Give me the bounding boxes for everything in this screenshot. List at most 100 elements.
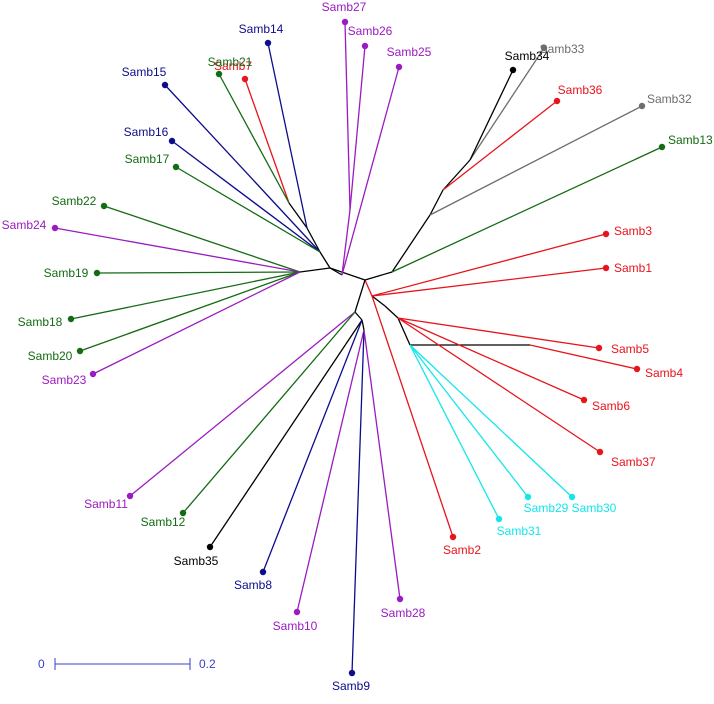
branch-d1-samb12 [182,311,356,514]
branch-s1-samb3 [371,233,607,297]
branch-l3-samb16 [171,140,321,253]
branch-s3-samb5 [397,317,600,349]
branch-l1-l2 [299,267,331,273]
leaf-label-samb20: Samb20 [28,349,73,363]
branch-l2-samb19 [96,271,301,274]
leaf-label-samb12: Samb12 [141,515,186,529]
leaf-node-samb6 [580,396,588,404]
leaf-label-samb19: Samb19 [44,266,89,280]
leaf-label-samb22: Samb22 [52,194,97,208]
leaf-node-samb15 [161,81,169,89]
branch-s4-samb30 [409,344,573,498]
leaf-node-samb4 [633,365,641,373]
branch-r1-r2 [391,214,431,273]
leaf-node-samb1 [602,264,610,272]
branch-r3-samb36 [442,100,558,191]
branch-d1-samb11 [129,311,356,497]
leaf-label-samb4: Samb4 [645,366,683,380]
branch-m1-samb25 [341,66,400,276]
leaf-label-samb5: Samb5 [611,342,649,356]
scale-bar-left-label: 0 [38,657,45,671]
leaf-label-samb37: Samb37 [611,455,656,469]
leaf-node-samb7 [241,75,249,83]
leaf-label-samb28: Samb28 [381,606,426,620]
leaf-node-samb24 [51,224,59,232]
leaf-node-samb23 [89,370,97,378]
leaf-node-samb3 [602,230,610,238]
branch-d2-samb8 [262,319,363,573]
branch-l2-samb24 [54,227,301,273]
leaf-label-samb8: Samb8 [234,578,272,592]
branch-l3-l4 [306,227,321,253]
branch-l2-samb18 [70,271,301,320]
branch-s3-samb6 [397,317,585,401]
leaf-node-samb28 [396,595,404,603]
branch-l1-l3 [319,251,331,269]
leaf-node-samb10 [293,608,301,616]
leaf-node-samb12 [179,509,187,517]
branch-s3-samb37 [397,317,601,453]
branch-s1-samb2 [371,295,454,538]
leaf-label-samb6: Samb6 [592,399,630,413]
branch-r2-samb32 [429,105,643,216]
branch-r4-samb34 [469,69,514,161]
branch-m1-m2 [341,209,351,276]
leaf-node-samb32 [638,102,646,110]
leaf-label-samb2: Samb2 [443,543,481,557]
leaf-label-samb27: Samb27 [322,0,367,14]
leaf-node-samb2 [449,533,457,541]
branch-d3-samb10 [296,329,365,613]
branch-c-d1 [354,279,366,313]
branch-l1-m1 [329,267,343,276]
branch-d1-d2 [354,311,363,321]
branch-c-l1 [329,267,366,281]
leaf-label-samb17: Samb17 [125,152,170,166]
leaf-node-samb14 [264,39,272,47]
leaf-label-samb29: Samb29 [524,501,569,515]
branch-s4-samb31 [409,344,500,520]
leaf-node-samb17 [172,163,180,171]
branch-s1-s2 [371,295,386,307]
leaf-label-samb32: Samb32 [647,92,692,106]
branch-s5-samb4 [529,344,638,370]
leaf-node-samb16 [168,137,176,145]
branch-s4-samb29 [409,344,529,498]
leaf-label-samb16: Samb16 [124,125,169,139]
branch-l3-samb17 [175,166,321,253]
leaf-node-samb25 [395,63,403,71]
branch-l5-samb7 [244,78,290,204]
leaf-node-samb26 [361,42,369,50]
leaf-label-samb3: Samb3 [614,224,652,238]
leaf-label-samb11: Samb11 [84,497,128,511]
leaf-label-samb34: Samb34 [505,49,550,63]
leaf-node-samb11 [126,492,134,500]
branch-c-r1 [364,271,393,281]
branch-s2-s3 [384,305,399,319]
branch-s3-s4 [397,317,411,346]
leaf-node-samb30 [568,493,576,501]
leaf-label-samb9: Samb9 [332,679,370,693]
branch-m2-samb27 [344,21,351,211]
scale-bar-right-label: 0.2 [199,657,216,671]
leaf-node-samb33 [540,44,548,52]
leaf-node-samb22 [100,202,108,210]
leaf-node-samb27 [341,18,349,26]
leaf-label-samb24: Samb24 [2,218,47,232]
leaf-node-samb8 [259,568,267,576]
branch-r3-r4 [442,159,471,191]
leaf-node-samb5 [595,344,603,352]
leaf-label-samb30: Samb30 [572,501,617,515]
branch-m2-samb26 [349,45,366,211]
branch-d2-d3 [361,319,365,331]
leaf-node-samb29 [524,493,532,501]
leaf-node-samb35 [206,543,214,551]
leaf-node-samb21 [215,70,223,78]
leaf-node-samb20 [76,347,84,355]
leaf-label-samb35: Samb35 [174,554,219,568]
branch-d3-samb9 [351,329,365,674]
leaf-label-samb10: Samb10 [273,619,318,633]
leaf-label-samb15: Samb15 [122,65,167,79]
leaf-label-samb7: Samb7 [214,59,252,73]
